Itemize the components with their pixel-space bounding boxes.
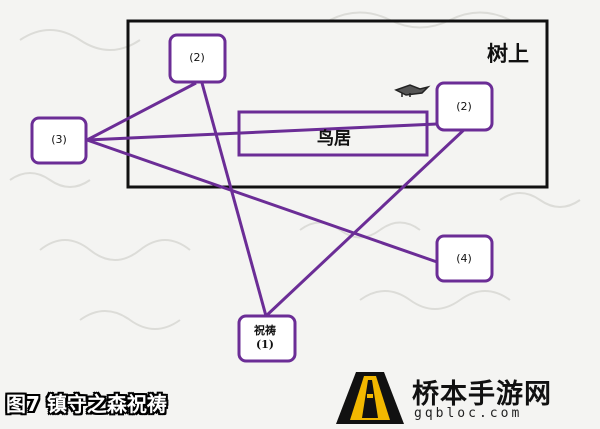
connector-line (86, 138, 438, 264)
site-url: gqbloc.com (414, 406, 523, 421)
tree-region-label: 树上 (487, 42, 529, 66)
node-left-3-label: (3) (51, 133, 67, 146)
node-right-4-label: (4) (456, 252, 472, 265)
node-left-3 (30, 116, 88, 165)
prayer-text: 祝祷 (254, 324, 276, 337)
torii-label: 鸟居 (317, 129, 351, 149)
connector-line (200, 82, 268, 317)
crow-sketch (394, 84, 431, 97)
site-watermark: 桥本手游网 gqbloc.com (334, 370, 596, 426)
node-top-2 (168, 33, 227, 84)
node-top-2-label: (2) (189, 51, 205, 64)
connector-line (86, 122, 438, 142)
prayer-number: (1) (255, 338, 275, 351)
node-right-4 (435, 234, 494, 283)
road-logo-icon (336, 372, 404, 424)
node-bottom-1-label: 祝祷 (1) (241, 324, 289, 352)
tree-region-box (126, 19, 549, 189)
connector-line (264, 124, 470, 318)
node-bottom-1 (237, 314, 297, 363)
node-right-2 (435, 81, 494, 132)
node-right-2-label: (2) (456, 100, 472, 113)
site-name: 桥本手游网 (412, 379, 552, 410)
figure-caption: 图7 镇守之森祝祷 (6, 392, 167, 416)
connection-lines (86, 81, 470, 318)
connector-line (86, 81, 197, 142)
